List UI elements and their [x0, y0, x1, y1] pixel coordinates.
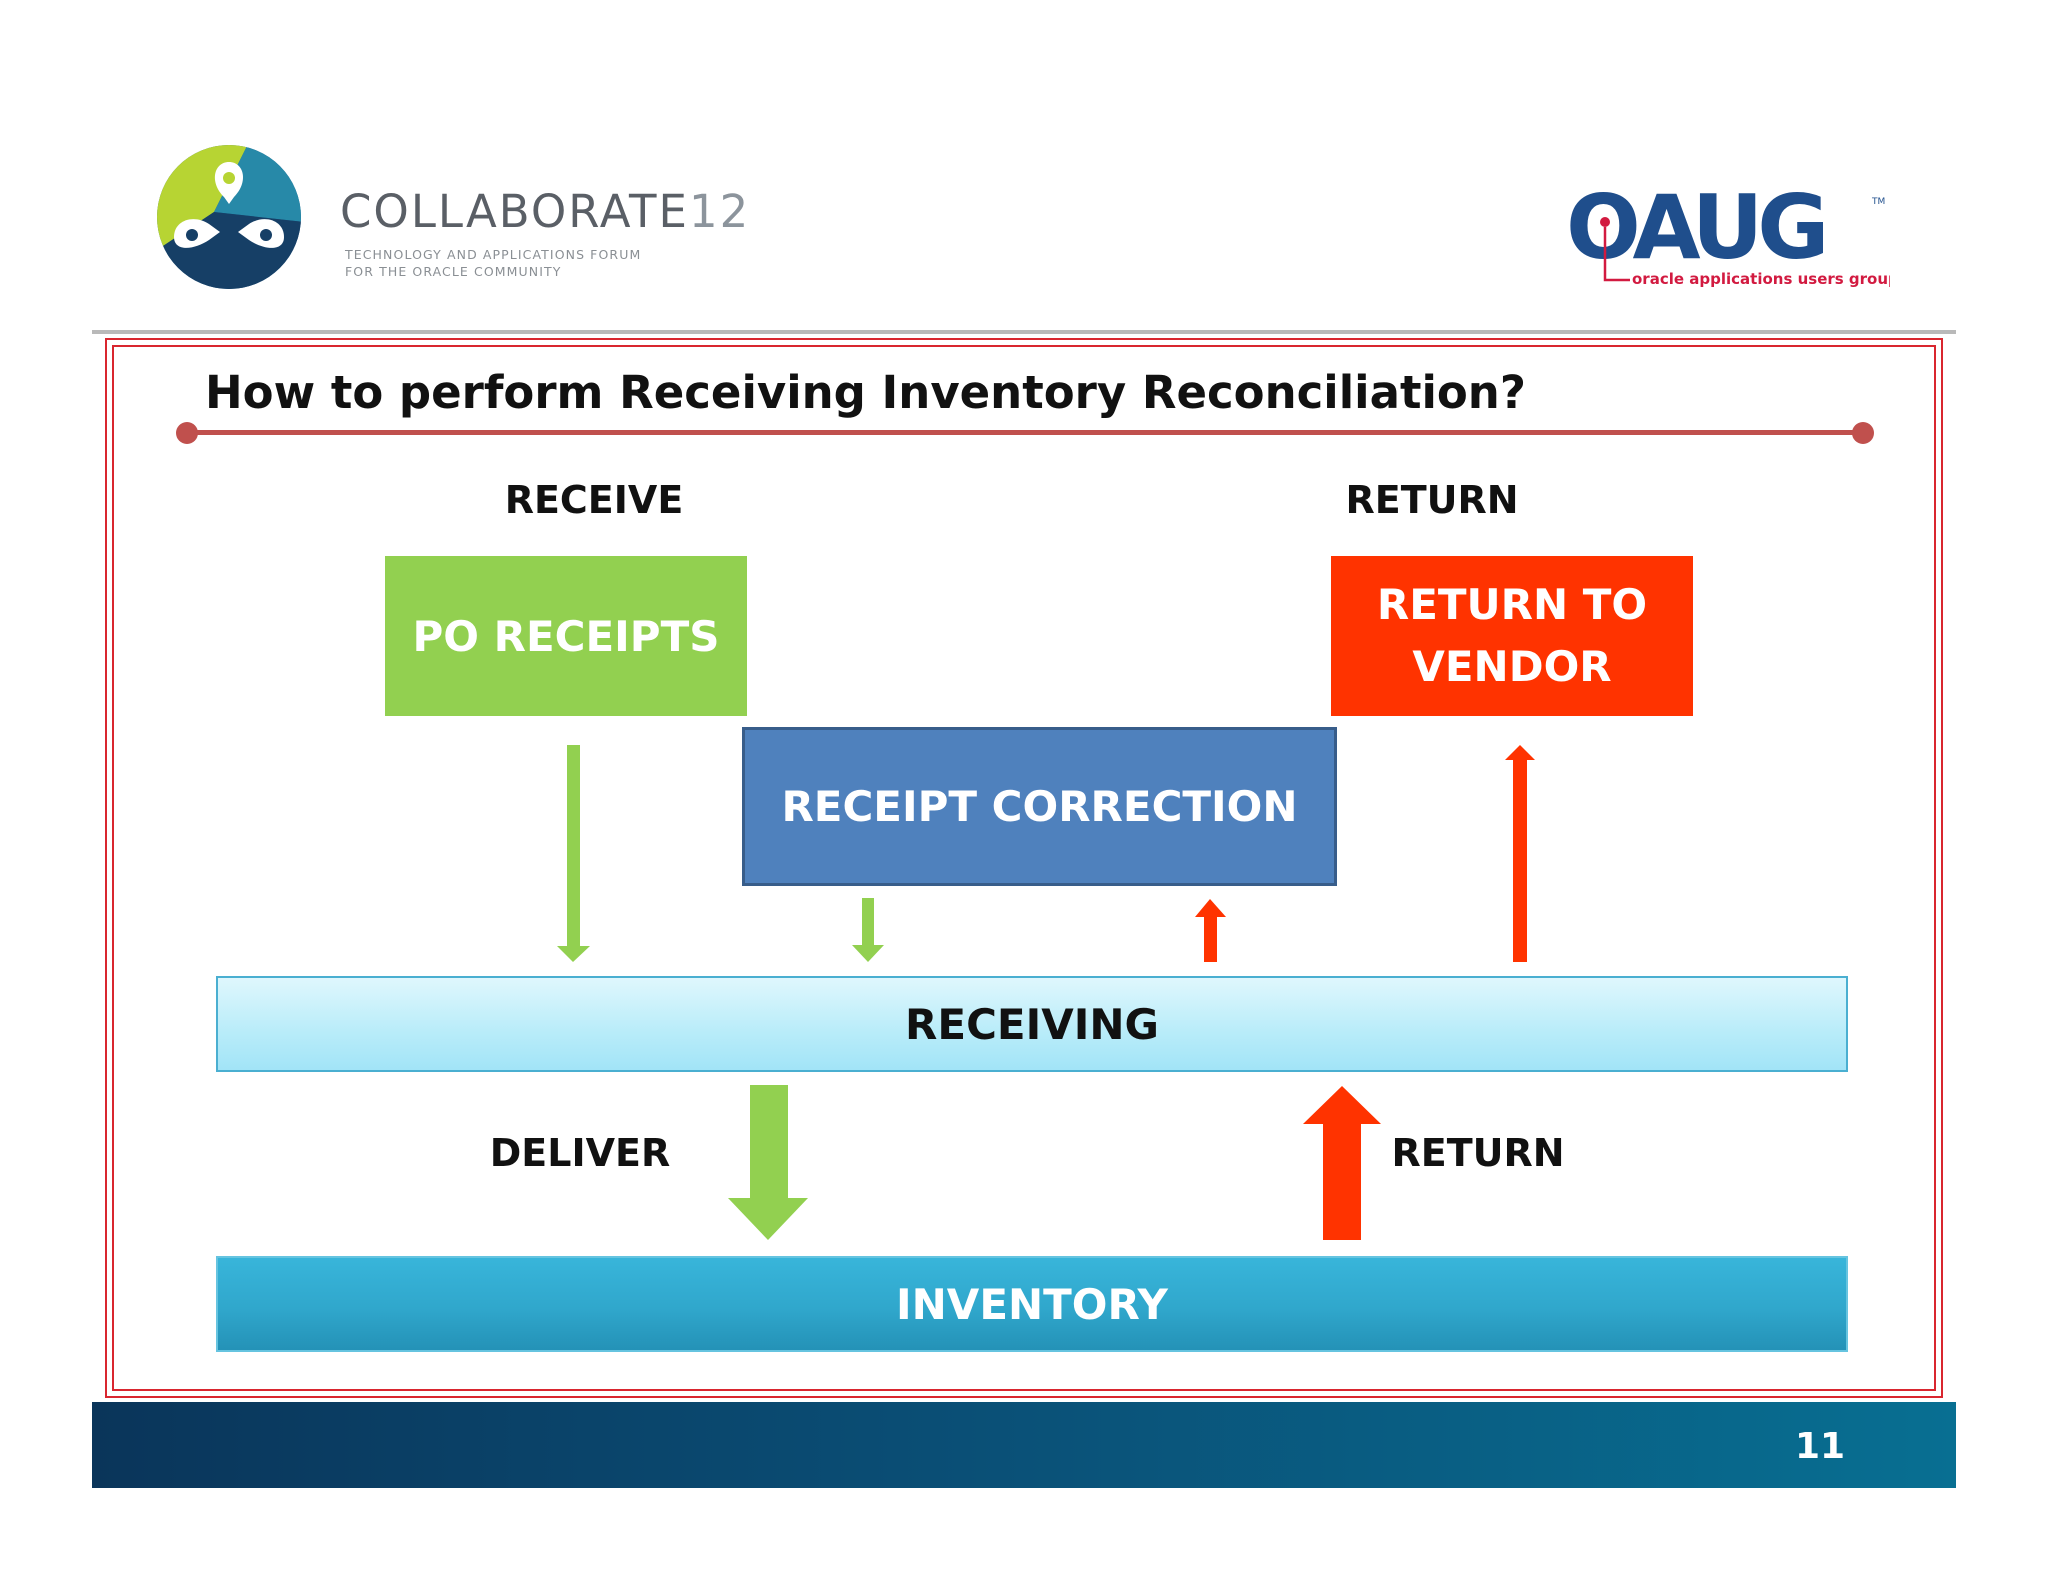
- collaborate-logo-icon: [157, 145, 301, 289]
- brand-tagline: TECHNOLOGY AND APPLICATIONS FORUM FOR TH…: [345, 247, 642, 279]
- title-underline-left-dot: [176, 422, 198, 444]
- arrow-receiving-to-rtv: [1505, 745, 1535, 962]
- inventory-bar: INVENTORY: [216, 1256, 1848, 1352]
- label-return-top: RETURN: [1345, 478, 1519, 522]
- svg-text:OAUG: OAUG: [1566, 180, 1824, 279]
- footer-band: [92, 1402, 1956, 1488]
- slide-title: How to perform Receiving Inventory Recon…: [205, 366, 1526, 419]
- slide-frame-inner: [112, 345, 1936, 1391]
- svg-text:TM: TM: [1871, 197, 1885, 207]
- title-underline: [186, 430, 1864, 435]
- arrow-correction-down: [852, 898, 884, 962]
- oaug-logo-icon: OAUG TM oracle applications users group: [1560, 176, 1899, 290]
- brand-name: COLLABORATE12: [340, 185, 751, 238]
- label-receive: RECEIVE: [504, 478, 684, 522]
- receiving-bar: RECEIVING: [216, 976, 1848, 1072]
- receipt-correction-box: RECEIPT CORRECTION: [742, 727, 1337, 886]
- arrow-po-to-receiving: [557, 745, 590, 962]
- arrow-deliver: [728, 1085, 808, 1240]
- arrow-return: [1303, 1086, 1381, 1240]
- label-deliver: DELIVER: [489, 1131, 671, 1175]
- page-number: 11: [1794, 1426, 1846, 1467]
- slide-frame-outer: [105, 338, 1943, 1398]
- arrow-correction-up: [1195, 899, 1226, 962]
- brand-number: 12: [688, 185, 751, 238]
- title-underline-right-dot: [1852, 422, 1874, 444]
- svg-text:oracle applications users grou: oracle applications users group: [1632, 270, 1890, 288]
- return-to-vendor-box: RETURN TO VENDOR: [1331, 556, 1693, 716]
- po-receipts-box: PO RECEIPTS: [385, 556, 747, 716]
- label-return-bottom: RETURN: [1391, 1131, 1565, 1175]
- header-divider: [92, 330, 1956, 334]
